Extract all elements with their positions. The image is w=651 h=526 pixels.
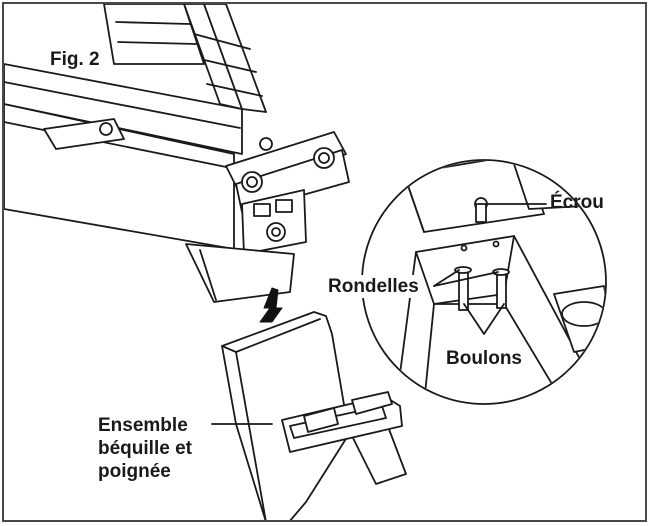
- nut-label: Écrou: [550, 192, 604, 213]
- bolts-label: Boulons: [444, 347, 524, 370]
- assembly-label: Ensemble béquille et poignée: [98, 414, 192, 483]
- insert-arrow: [259, 287, 283, 323]
- kickstand-assembly: [221, 311, 407, 520]
- exploded-view-drawing: [4, 4, 607, 520]
- figure-frame: Fig. 2 Écrou Rondelles Boulons Ensemble …: [2, 2, 647, 522]
- tool-foot: [185, 243, 295, 303]
- assembly-label-line-3: poignée: [98, 461, 171, 482]
- nose-latch: [225, 131, 350, 255]
- figure-title: Fig. 2: [50, 49, 100, 70]
- tool-body: [4, 4, 267, 250]
- assembly-label-line-1: Ensemble: [98, 415, 188, 436]
- washers-label: Rondelles: [326, 275, 421, 298]
- leader-lines: [211, 203, 547, 425]
- assembly-label-line-2: béquille et: [98, 438, 192, 459]
